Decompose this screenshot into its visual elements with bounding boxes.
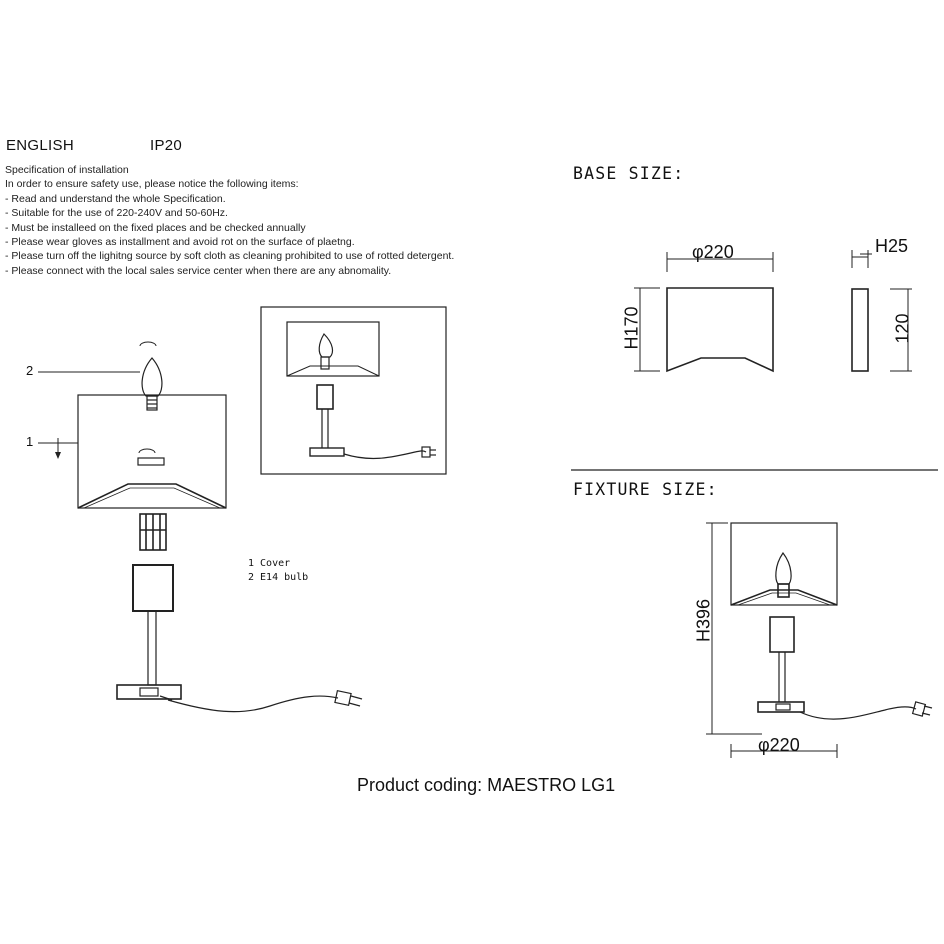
parts-legend: 1 Cover 2 E14 bulb	[248, 557, 308, 585]
callout-number-bulb: 2	[26, 363, 34, 378]
product-coding: Product coding: MAESTRO LG1	[357, 775, 616, 795]
specification-item: - Read and understand the whole Specific…	[5, 192, 226, 205]
assembled-view	[260, 306, 447, 475]
specification-item: - Must be installeed on the fixed places…	[5, 221, 306, 234]
assembly-exploded-view	[38, 341, 363, 713]
lamp-base	[116, 684, 182, 701]
fixture-height-label: H396	[693, 598, 714, 643]
language-label: ENGLISH	[6, 137, 74, 154]
specification-intro: In order to ensure safety use, please no…	[5, 178, 299, 191]
base-size-side-view	[851, 250, 912, 372]
base-diameter-label: φ220	[692, 242, 734, 262]
base-side-height-label: 120	[892, 313, 913, 344]
specification-item: - Suitable for the use of 220-240V and 5…	[5, 207, 228, 220]
lamp-socket	[139, 513, 167, 551]
specification-block: Specification of installation In order t…	[5, 163, 454, 278]
fixture-diameter-label: φ220	[758, 735, 800, 755]
e14-bulb-icon	[141, 357, 163, 411]
ip-rating: IP20	[150, 137, 183, 154]
base-thickness-label: H25	[875, 236, 909, 256]
base-size-title: BASE SIZE:	[573, 164, 685, 183]
legend-item-bulb: 2 E14 bulb	[248, 572, 309, 583]
specification-item: - Please wear gloves as installment and …	[5, 236, 355, 249]
legend-item-cover: 1 Cover	[248, 558, 291, 569]
specification-title: Specification of installation	[5, 164, 129, 176]
base-height-label: H170	[621, 306, 642, 350]
specification-item: - Please connect with the local sales se…	[5, 264, 392, 277]
specification-item: - Please turn off the lighitng source by…	[5, 250, 455, 263]
plug-icon	[334, 689, 363, 707]
base-size-front-view	[634, 252, 774, 373]
fixture-size-view	[706, 522, 933, 758]
callout-number-cover: 1	[26, 434, 34, 449]
fixture-size-title: FIXTURE SIZE:	[573, 480, 718, 499]
shade-cover	[77, 394, 227, 509]
